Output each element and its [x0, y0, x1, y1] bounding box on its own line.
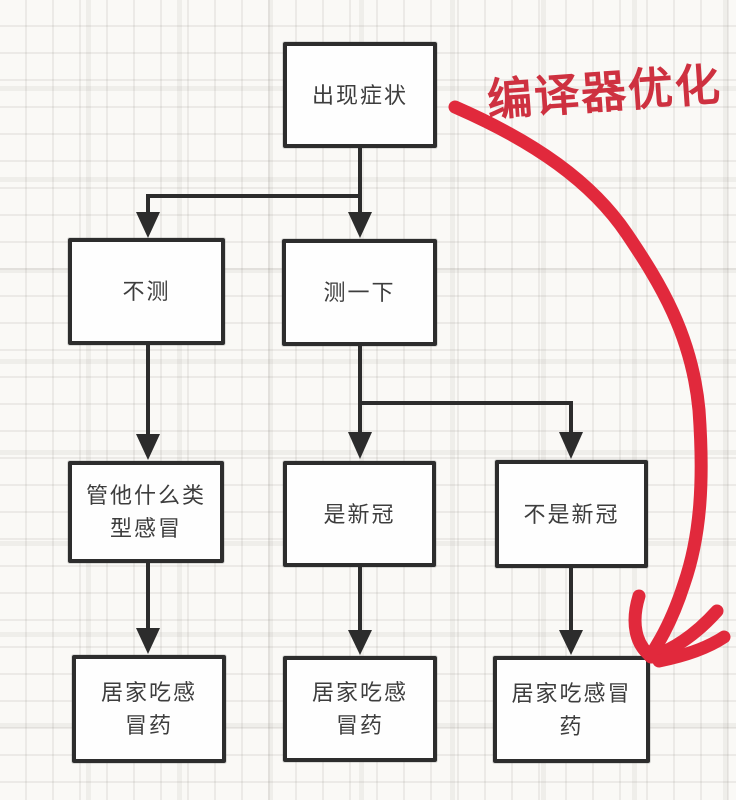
- red-arrowhead-icon: [628, 589, 659, 664]
- node-symptoms: 出现症状: [283, 42, 437, 148]
- red-arrowhead-icon: [652, 630, 731, 668]
- node-home-medicine-2-label: 居家吃感冒药: [311, 680, 408, 738]
- arrowhead-icon: [348, 212, 372, 238]
- node-home-medicine-3: 居家吃感冒药: [493, 656, 650, 763]
- annotation-label: 编译器优化: [485, 58, 724, 126]
- arrowhead-icon: [348, 630, 372, 655]
- edge-test-to-not-covid: [358, 346, 573, 434]
- node-no-test-label: 不测: [122, 279, 171, 304]
- arrowhead-icon: [136, 628, 160, 654]
- arrowhead-icon: [559, 432, 583, 459]
- edge-symptoms-to-no-test: [146, 147, 362, 214]
- node-home-medicine-3-label: 居家吃感冒药: [511, 680, 632, 739]
- node-test: 测一下: [282, 239, 437, 346]
- node-home-medicine-1-label: 居家吃感冒药: [100, 680, 197, 738]
- node-any-type-cold-label: 管他什么类型感冒: [86, 483, 207, 541]
- arrowhead-icon: [136, 434, 160, 460]
- arrowhead-icon: [136, 212, 160, 238]
- node-is-covid: 是新冠: [283, 461, 436, 567]
- red-curve-stroke: [448, 100, 708, 663]
- node-is-covid-label: 是新冠: [323, 501, 396, 527]
- node-not-covid-label: 不是新冠: [523, 501, 620, 527]
- arrowhead-icon: [348, 432, 372, 459]
- node-home-medicine-1: 居家吃感冒药: [72, 655, 226, 763]
- node-test-label: 测一下: [323, 280, 396, 305]
- node-symptoms-label: 出现症状: [311, 82, 408, 108]
- node-home-medicine-2: 居家吃感冒药: [283, 656, 437, 762]
- node-no-test: 不测: [68, 238, 225, 345]
- node-not-covid: 不是新冠: [495, 460, 648, 568]
- node-any-type-cold: 管他什么类型感冒: [68, 461, 224, 563]
- arrowhead-icon: [559, 630, 583, 655]
- red-arrowhead-icon: [644, 604, 724, 664]
